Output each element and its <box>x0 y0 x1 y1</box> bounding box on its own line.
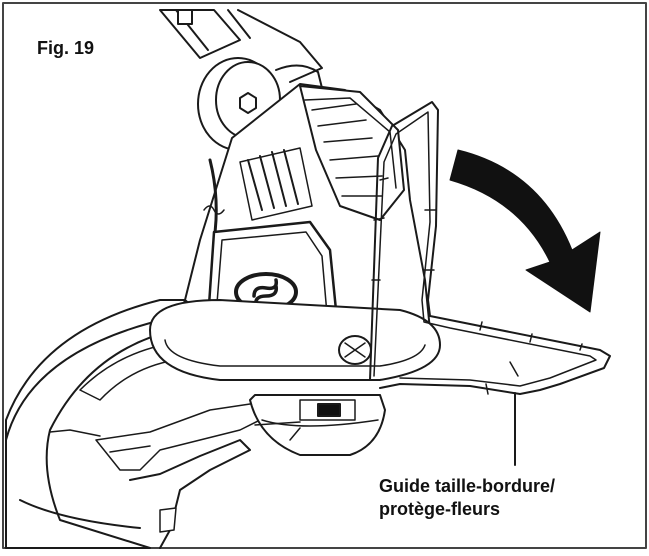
rotation-arrow <box>449 149 601 313</box>
figure-label: Fig. 19 <box>37 38 95 58</box>
motor-body <box>184 83 431 352</box>
trimmer-shaft <box>159 9 323 83</box>
callout-label: Guide taille-bordure/ protège-fleurs <box>379 475 555 521</box>
callout-line-1: Guide taille-bordure/ <box>379 476 556 496</box>
trimmer-guard <box>5 299 301 549</box>
figure-frame <box>2 2 647 549</box>
edging-guide <box>369 101 611 395</box>
callout-line-2: protège-fleurs <box>379 499 501 519</box>
spool-head <box>149 299 441 456</box>
